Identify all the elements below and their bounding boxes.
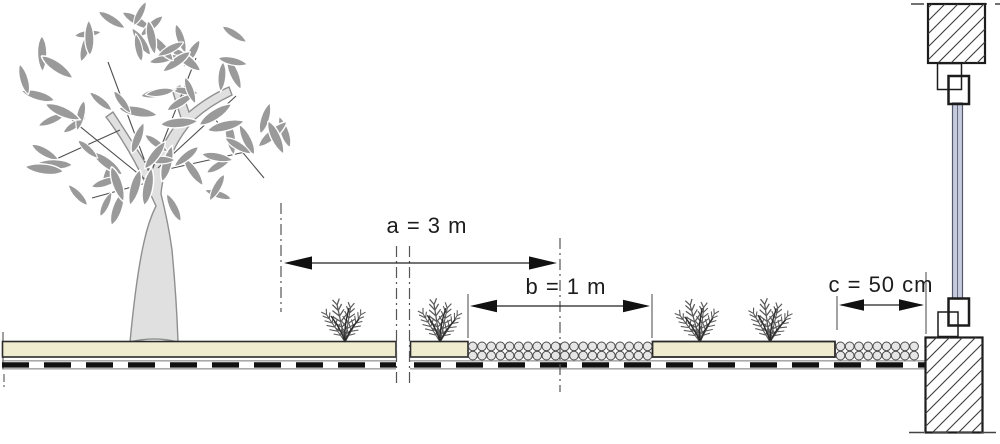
shrub [744, 296, 796, 347]
wall-foundation-hatch [925, 337, 983, 433]
tree-trunk [105, 85, 233, 343]
window-frame-head [936, 62, 971, 106]
ground-section [1, 332, 926, 388]
break-marks [395, 246, 411, 383]
dimension-a: a = 3 m [284, 213, 557, 270]
dimension-a-arrowhead-right [529, 256, 557, 270]
building-facade-section [909, 2, 1000, 434]
dimension-b-arrowhead-right [623, 299, 650, 313]
dimension-b: b = 1 m [467, 274, 653, 338]
window-frame-sill [937, 297, 971, 338]
soil-bed-after-break [409, 340, 469, 358]
dimension-b-arrowhead-left [470, 299, 497, 313]
dimension-c-label: c = 50 cm [829, 272, 934, 297]
tree-canopy-leaves [18, 0, 292, 227]
dimension-c-arrowhead-right [899, 299, 924, 311]
dimension-a-label: a = 3 m [387, 213, 468, 238]
dimension-c: c = 50 cm [829, 272, 934, 334]
dimension-b-label: b = 1 m [526, 274, 607, 299]
gravel-strip-b [467, 341, 653, 361]
tree-illustration [18, 0, 292, 343]
shrub [672, 297, 724, 347]
dimension-a-arrowhead-left [284, 256, 312, 270]
gravel-strip-c [835, 341, 919, 361]
shrub [414, 297, 466, 347]
wall-lintel-hatch [928, 4, 985, 63]
soil-bed-left [1, 340, 397, 358]
dimension-c-arrowhead-left [839, 299, 864, 311]
shrub [319, 298, 368, 346]
planting-bed-middle [651, 340, 836, 358]
root-barrier-membrane [2, 360, 926, 370]
